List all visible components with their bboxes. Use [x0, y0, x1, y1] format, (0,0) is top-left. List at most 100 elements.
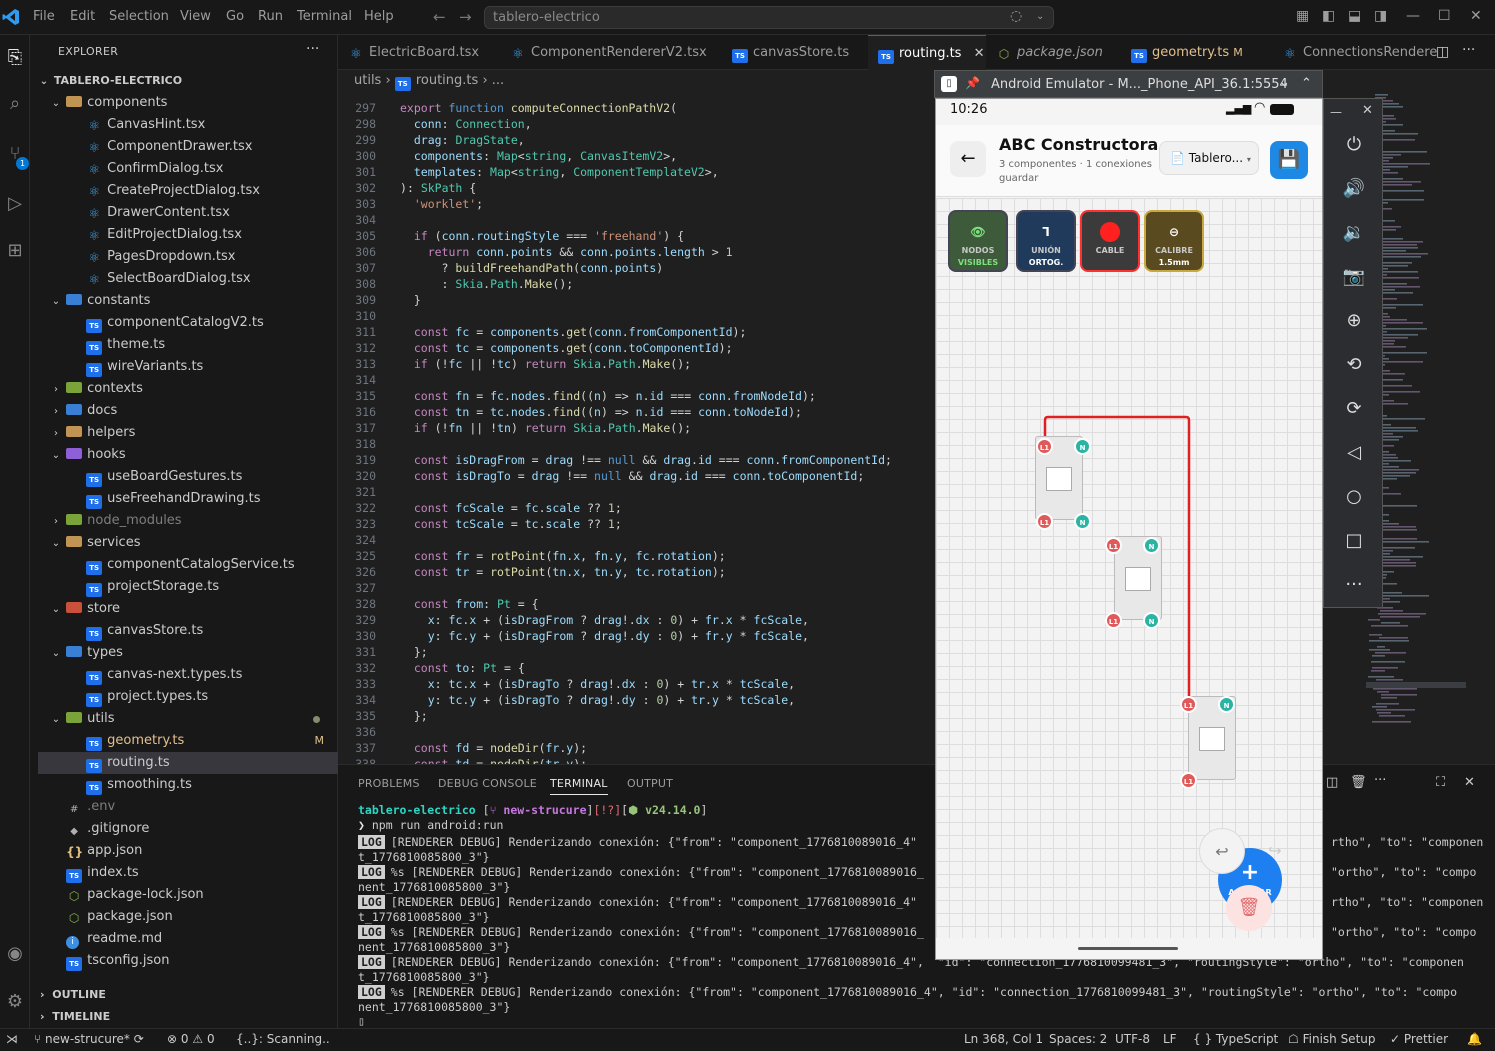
- node-n[interactable]: N: [1143, 537, 1160, 554]
- minimize-icon[interactable]: —: [1406, 8, 1420, 24]
- code-line[interactable]: 300 components: Map<string, CanvasItemV2…: [338, 148, 958, 164]
- menu-selection[interactable]: Selection: [109, 9, 169, 24]
- split-editor-icon[interactable]: ◫: [1436, 44, 1450, 60]
- rotate-left-icon[interactable]: ⟲: [1346, 354, 1362, 375]
- file-.gitignore[interactable]: ◆.gitignore: [38, 818, 338, 840]
- language-mode[interactable]: { } TypeScript: [1193, 1032, 1279, 1046]
- code-line[interactable]: 334 y: tc.y + (isDragTo ? drag!.dy : 0) …: [338, 692, 958, 708]
- panel-tab-problems[interactable]: PROBLEMS: [358, 777, 420, 790]
- code-line[interactable]: 318: [338, 436, 958, 452]
- code-line[interactable]: 307 ? buildFreehandPath(conn.points): [338, 260, 958, 276]
- code-line[interactable]: 314: [338, 372, 958, 388]
- code-line[interactable]: 311 const fc = components.get(conn.fromC…: [338, 324, 958, 340]
- tab-ConnectionsRendere[interactable]: ⚛ConnectionsRendere: [1272, 35, 1437, 70]
- file-SelectBoardDialog.tsx[interactable]: ⚛SelectBoardDialog.tsx: [38, 268, 338, 290]
- code-line[interactable]: 317 if (!fn || !tn) return Skia.Path.Mak…: [338, 420, 958, 436]
- board-dropdown[interactable]: 📄 Tablero... ▾: [1159, 141, 1259, 175]
- volume-down-icon[interactable]: 🔉: [1342, 222, 1366, 243]
- folder-store[interactable]: ⌄ store: [38, 598, 338, 620]
- tab-ComponentRendererV2.tsx[interactable]: ⚛ComponentRendererV2.tsx: [500, 35, 722, 70]
- breadcrumb-folder[interactable]: utils: [354, 73, 382, 88]
- workspace-root[interactable]: ⌄ TABLERO-ELECTRICO: [38, 70, 338, 92]
- node-n[interactable]: N: [1074, 438, 1091, 455]
- code-line[interactable]: 309 }: [338, 292, 958, 308]
- copilot-chevron-icon[interactable]: ⌄: [1036, 11, 1045, 22]
- code-line[interactable]: 335 };: [338, 708, 958, 724]
- zoom-icon[interactable]: ⊕: [1346, 310, 1362, 331]
- finish-setup[interactable]: ☖ Finish Setup: [1288, 1032, 1376, 1046]
- eol[interactable]: LF: [1163, 1032, 1177, 1046]
- folder-hooks[interactable]: ⌄ hooks: [38, 444, 338, 466]
- outline-section[interactable]: › OUTLINE: [40, 988, 106, 1001]
- node-l1[interactable]: L1: [1105, 537, 1122, 554]
- menu-help[interactable]: Help: [364, 9, 394, 24]
- folder-types[interactable]: ⌄ types: [38, 642, 338, 664]
- breaker-component-3[interactable]: [1188, 696, 1236, 780]
- file-CreateProjectDialog.tsx[interactable]: ⚛CreateProjectDialog.tsx: [38, 180, 338, 202]
- more-actions-icon[interactable]: ···: [306, 41, 320, 57]
- command-center-search[interactable]: tablero-electrico: [484, 6, 1054, 29]
- folder-components[interactable]: ⌄ components: [38, 92, 338, 114]
- file-EditProjectDialog.tsx[interactable]: ⚛EditProjectDialog.tsx: [38, 224, 338, 246]
- code-line[interactable]: 312 const tc = components.get(conn.toCom…: [338, 340, 958, 356]
- code-line[interactable]: 315 const fn = fc.nodes.find((n) => n.id…: [338, 388, 958, 404]
- trash-icon[interactable]: 🗑: [1350, 775, 1367, 790]
- volume-up-icon[interactable]: 🔊: [1342, 178, 1366, 199]
- file-PagesDropdown.tsx[interactable]: ⚛PagesDropdown.tsx: [38, 246, 338, 268]
- panel-tab-output[interactable]: OUTPUT: [627, 777, 674, 790]
- node-l1[interactable]: L1: [1036, 438, 1053, 455]
- toggle-secondary-sidebar-icon[interactable]: ◨: [1374, 8, 1388, 24]
- code-line[interactable]: 304: [338, 212, 958, 228]
- file-app.json[interactable]: {}app.json: [38, 840, 338, 862]
- code-line[interactable]: 308 : Skia.Path.Make();: [338, 276, 958, 292]
- scanning-status[interactable]: {..}: Scanning..: [236, 1032, 330, 1046]
- terminal-cursor[interactable]: ▯: [358, 1014, 365, 1028]
- panel-tab-terminal[interactable]: TERMINAL: [550, 777, 608, 795]
- code-line[interactable]: 323 const tcScale = tc.scale ?? 1;: [338, 516, 958, 532]
- overview-square-icon[interactable]: □: [1345, 530, 1363, 551]
- code-line[interactable]: 301 templates: Map<string, ComponentTemp…: [338, 164, 958, 180]
- close-window-icon[interactable]: ✕: [1470, 8, 1482, 24]
- node-l1[interactable]: L1: [1180, 772, 1197, 789]
- rotate-right-icon[interactable]: ⟳: [1346, 398, 1362, 419]
- folder-helpers[interactable]: › helpers: [38, 422, 338, 444]
- code-line[interactable]: 319 const isDragFrom = drag !== null && …: [338, 452, 958, 468]
- close-emulator-icon[interactable]: ✕: [1362, 103, 1373, 118]
- folder-services[interactable]: ⌄ services: [38, 532, 338, 554]
- code-line[interactable]: 331 };: [338, 644, 958, 660]
- code-line[interactable]: 298 conn: Connection,: [338, 116, 958, 132]
- panel-tab-debug-console[interactable]: DEBUG CONSOLE: [438, 777, 537, 790]
- code-line[interactable]: 329 x: fc.x + (isDragFrom ? drag!.dx : 0…: [338, 612, 958, 628]
- node-n[interactable]: N: [1218, 696, 1235, 713]
- code-line[interactable]: 320 const isDragTo = drag !== null && dr…: [338, 468, 958, 484]
- file-package.json[interactable]: ⬡package.json: [38, 906, 338, 928]
- menu-edit[interactable]: Edit: [70, 9, 96, 24]
- branch-status[interactable]: ⑂ new-strucure* ⟳: [34, 1032, 144, 1046]
- code-line[interactable]: 326 const tr = rotPoint(tn.x, tn.y, tc.r…: [338, 564, 958, 580]
- node-l1[interactable]: L1: [1180, 696, 1197, 713]
- file-DrawerContent.tsx[interactable]: ⚛DrawerContent.tsx: [38, 202, 338, 224]
- camera-icon[interactable]: 📷: [1342, 266, 1366, 287]
- forward-arrow-icon[interactable]: →: [459, 8, 472, 26]
- notifications-bell-icon[interactable]: 🔔: [1467, 1032, 1482, 1046]
- node-n[interactable]: N: [1074, 513, 1091, 530]
- breadcrumb-symbol[interactable]: ...: [491, 73, 505, 88]
- power-icon[interactable]: ⏻: [1346, 134, 1362, 155]
- code-line[interactable]: 332 const to: Pt = {: [338, 660, 958, 676]
- code-line[interactable]: 316 const tn = tc.nodes.find((n) => n.id…: [338, 404, 958, 420]
- menu-run[interactable]: Run: [258, 9, 283, 24]
